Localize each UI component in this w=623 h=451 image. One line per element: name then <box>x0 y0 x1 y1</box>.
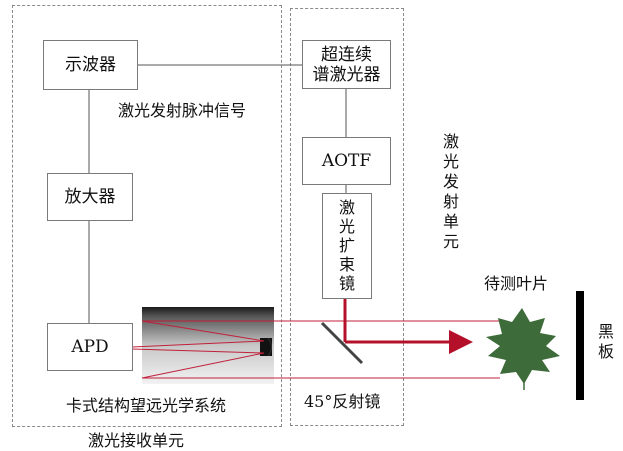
blackboard-text: 黑板 <box>597 322 614 361</box>
emission-unit-label: 激光发射单元 <box>439 132 463 252</box>
emission-unit-border <box>290 8 404 426</box>
apd-box: APD <box>47 323 133 371</box>
receive-unit-border <box>12 5 282 427</box>
amplifier-box: 放大器 <box>47 173 133 221</box>
telescope-secondary-mirror <box>260 338 272 356</box>
mirror-45 <box>320 321 364 365</box>
beam-expander-label: 激光扩束镜 <box>338 198 355 293</box>
oscilloscope-box: 示波器 <box>43 40 138 90</box>
telescope-ray-4 <box>131 348 265 354</box>
aotf-box: AOTF <box>302 137 391 185</box>
blackboard <box>576 291 584 400</box>
leaf-label: 待测叶片 <box>484 274 549 293</box>
beam-expander-box: 激光扩束镜 <box>322 193 372 299</box>
blackboard-label: 黑板 <box>594 322 618 362</box>
telescope-ray-3 <box>131 340 265 348</box>
telescope-label: 卡式结构望远光学系统 <box>66 396 227 415</box>
telescope-ray-2 <box>141 352 265 379</box>
pulse-signal-label: 激光发射脉冲信号 <box>118 101 247 120</box>
telescope-ray-1 <box>141 320 265 342</box>
supercontinuum-laser-box: 超连续 谱激光器 <box>302 40 391 89</box>
leaf-shape <box>486 308 560 384</box>
mirror-label: 45°反射镜 <box>304 392 381 411</box>
receive-unit-label: 激光接收单元 <box>88 431 185 450</box>
emission-unit-text: 激光发射单元 <box>442 132 459 251</box>
